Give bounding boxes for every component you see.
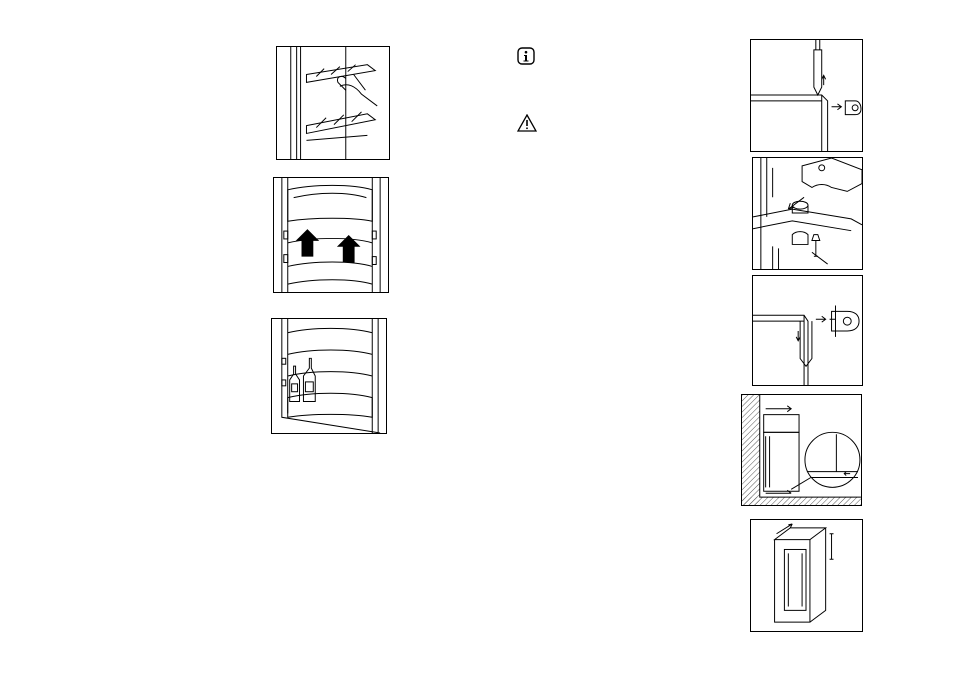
door-hinge-pin-removal-illustration <box>750 39 863 152</box>
hinge-bracket-icon <box>753 158 862 269</box>
hinge-pin-icon <box>751 40 862 151</box>
hinge-bracket-illustration <box>752 157 863 270</box>
clearance-icon <box>742 395 861 505</box>
cabinet-icon <box>751 520 862 631</box>
shelf-adjustment-illustration <box>276 46 390 160</box>
warning-icon <box>517 114 537 132</box>
door-hinge-pin-insertion-illustration <box>752 275 863 386</box>
installation-clearance-illustration <box>741 394 862 506</box>
bottle-icon <box>272 319 386 433</box>
info-icon <box>517 47 535 65</box>
door-balcony-removal-illustration <box>273 177 389 293</box>
balcony-drawing <box>274 178 388 292</box>
bottle-rack-illustration <box>271 318 387 434</box>
cabinet-niche-illustration <box>750 519 863 632</box>
arrow-up-icon <box>296 229 361 262</box>
hinge-pin-icon <box>753 276 862 385</box>
shelf-hand-icon <box>277 47 389 159</box>
